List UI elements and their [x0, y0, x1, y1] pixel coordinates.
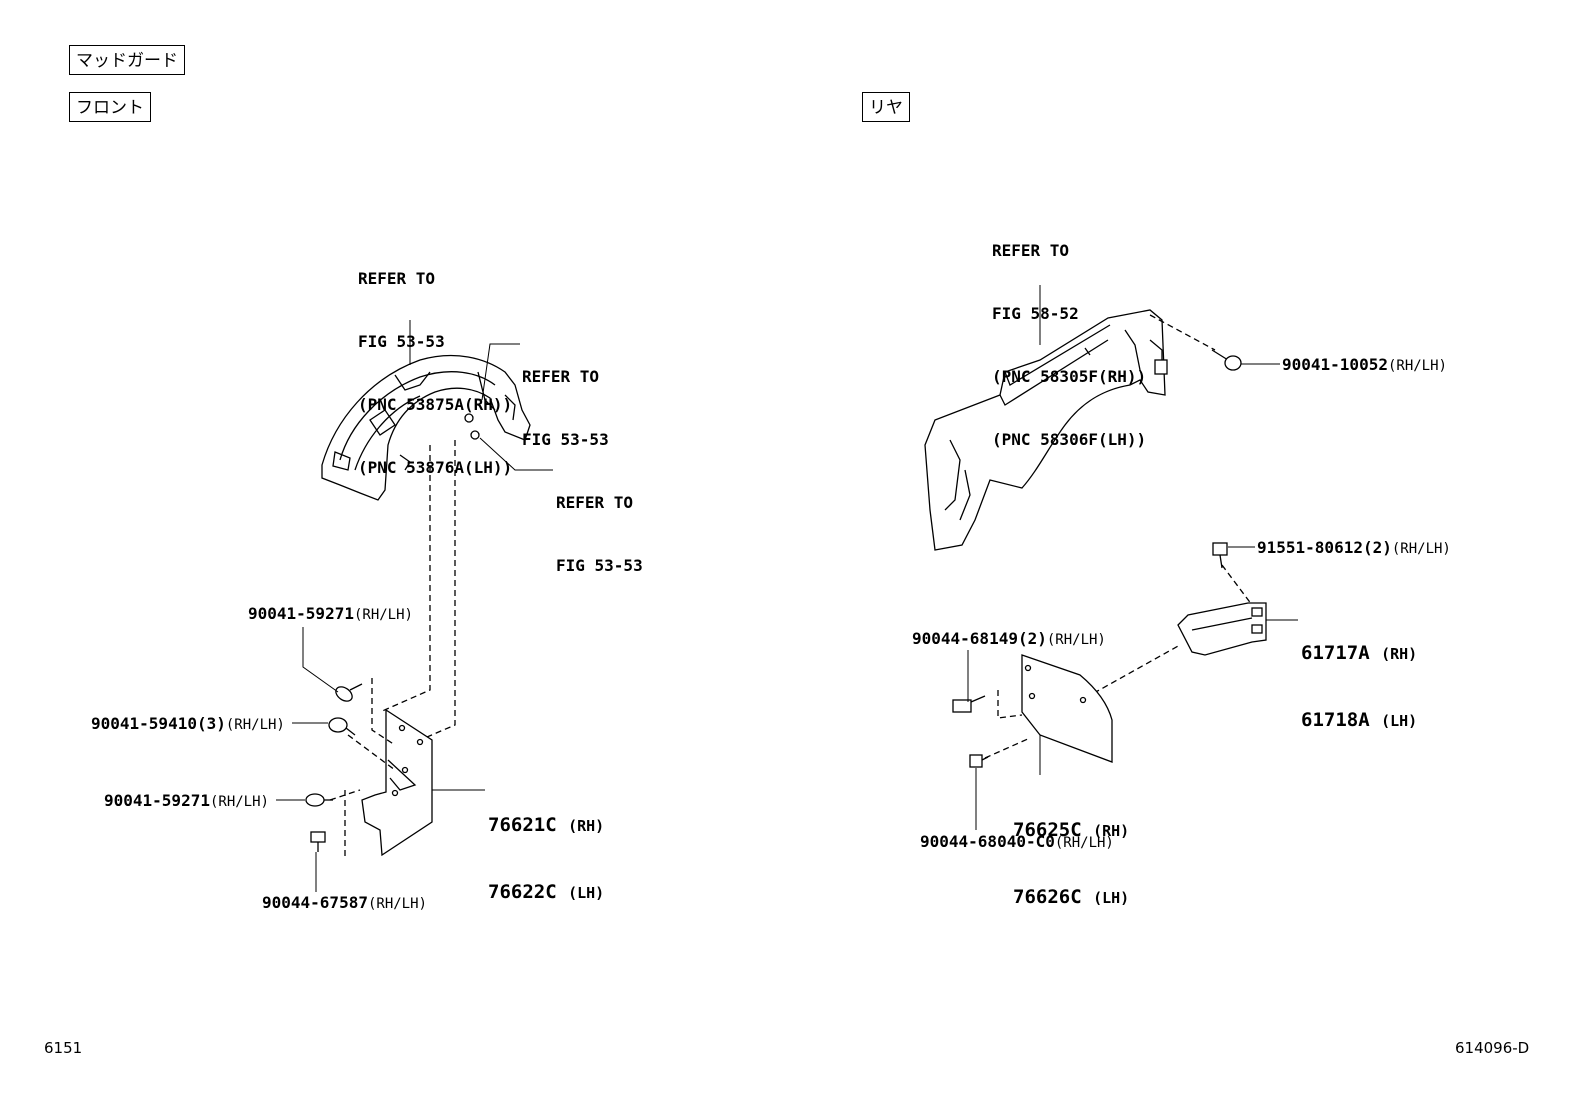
part-suffix: (RH/LH) — [209, 794, 269, 810]
part-number: 76621C — [488, 814, 557, 836]
rear-mudguard — [1021, 654, 1113, 763]
part-suffix: (LH) — [568, 884, 605, 902]
part-suffix: (RH/LH) — [1387, 358, 1447, 374]
part-number: 90041-59271 — [104, 791, 210, 810]
part-suffix: (RH/LH) — [1046, 632, 1106, 648]
rear-screw-top-label: 90044-68149(2)(RH/LH) — [912, 628, 1106, 651]
part-number: 61717A — [1301, 642, 1370, 664]
part-number: 90044-67587 — [262, 893, 368, 912]
rear-panel-reference: REFER TO FIG 58-52 (PNC 58305F(RH)) (PNC… — [992, 198, 1146, 471]
ref-line: FIG 53-53 — [522, 430, 609, 449]
part-suffix: (RH) — [568, 817, 605, 835]
rear-bracket — [1177, 602, 1267, 656]
ref-line: FIG 53-53 — [556, 556, 643, 575]
front-nut-label: 90044-67587(RH/LH) — [262, 892, 427, 915]
ref-line: REFER TO — [992, 241, 1070, 260]
rear-screw-bottom — [969, 754, 989, 768]
front-fastener-screw-top — [335, 683, 363, 702]
front-section-box: フロント — [69, 92, 151, 122]
ref-line: FIG 53-53 — [358, 332, 445, 351]
part-number: 76625C — [1013, 819, 1082, 841]
rear-bracket-bolt-label: 91551-80612(2)(RH/LH) — [1257, 537, 1451, 560]
ref-line: REFER TO — [556, 493, 634, 512]
front-fastener-screw-low — [305, 793, 333, 807]
part-number: 90041-59410(3) — [91, 714, 226, 733]
footer-right-code: 614096-D — [1455, 1039, 1530, 1057]
front-screw-top-label: 90041-59271(RH/LH) — [248, 603, 413, 626]
front-fastener-nut — [310, 831, 326, 852]
mudguard-lh: 76626C (LH) — [1013, 886, 1129, 909]
part-suffix: (RH/LH) — [1391, 541, 1451, 557]
ref-line: REFER TO — [522, 367, 600, 386]
front-clip-reference-b: REFER TO FIG 53-53 — [556, 450, 643, 597]
footer-left-code: 6151 — [44, 1039, 83, 1057]
title-box: マッドガード — [69, 45, 185, 75]
part-number: 90044-68040-C0 — [920, 832, 1055, 851]
mudguard-rh: 76621C (RH) — [488, 814, 604, 837]
part-suffix: (LH) — [1093, 889, 1130, 907]
part-suffix: (RH) — [1093, 822, 1130, 840]
bracket-lh: 61718A (LH) — [1301, 709, 1417, 732]
front-mudguard — [361, 708, 433, 857]
rear-mudguard-label: 76625C (RH) 76626C (LH) — [1013, 775, 1129, 931]
mudguard-rh: 76625C (RH) — [1013, 819, 1129, 842]
rear-bracket-bolt — [1212, 542, 1228, 569]
front-clip-label: 90041-59410(3)(RH/LH) — [91, 713, 285, 736]
bracket-rh: 61717A (RH) — [1301, 642, 1417, 665]
ref-line: REFER TO — [358, 269, 436, 288]
rear-quarter-panel — [924, 309, 1168, 551]
ref-line: FIG 58-52 — [992, 304, 1079, 323]
rear-bracket-label: 61717A (RH) 61718A (LH) — [1301, 598, 1417, 754]
part-suffix: (RH/LH) — [1054, 835, 1114, 851]
ref-line: (PNC 58305F(RH)) — [992, 367, 1147, 386]
part-suffix: (LH) — [1381, 712, 1418, 730]
part-suffix: (RH) — [1381, 645, 1418, 663]
ref-line: (PNC 53875A(RH)) — [358, 395, 513, 414]
part-suffix: (RH/LH) — [367, 896, 427, 912]
front-mudguard-label: 76621C (RH) 76622C (LH) — [488, 770, 604, 926]
ref-line: (PNC 58306F(LH)) — [992, 430, 1147, 449]
part-number: 61718A — [1301, 709, 1370, 731]
ref-line: (PNC 53876A(LH)) — [358, 458, 513, 477]
rear-screw-top — [952, 695, 986, 713]
front-fastener-clip — [328, 717, 356, 736]
front-clip-reference-a: REFER TO FIG 53-53 — [522, 324, 609, 471]
part-number: 90041-59271 — [248, 604, 354, 623]
part-number: 76622C — [488, 881, 557, 903]
part-number: 91551-80612(2) — [1257, 538, 1392, 557]
part-number: 90041-10052 — [1282, 355, 1388, 374]
rear-screw-bottom-label: 90044-68040-C0(RH/LH) — [920, 831, 1114, 854]
front-screw-low-label: 90041-59271(RH/LH) — [104, 790, 269, 813]
fender-liner — [321, 354, 531, 501]
part-number: 90044-68149(2) — [912, 629, 1047, 648]
front-liner-reference: REFER TO FIG 53-53 (PNC 53875A(RH)) (PNC… — [358, 226, 512, 499]
part-number: 76626C — [1013, 886, 1082, 908]
rear-bolt-top-label: 90041-10052(RH/LH) — [1282, 354, 1447, 377]
part-suffix: (RH/LH) — [225, 717, 285, 733]
mudguard-lh: 76622C (LH) — [488, 881, 604, 904]
rear-section-box: リヤ — [862, 92, 910, 122]
rear-bolt-top — [1211, 349, 1242, 371]
part-suffix: (RH/LH) — [353, 607, 413, 623]
